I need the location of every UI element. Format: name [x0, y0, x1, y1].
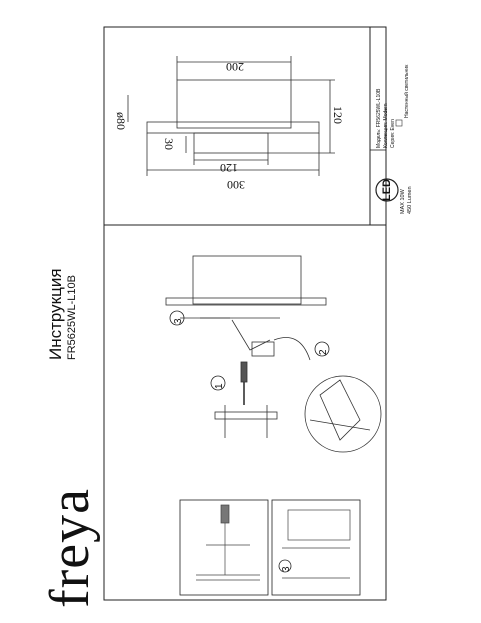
- detail-box-left: [179, 499, 269, 596]
- spec-model: Модель: FR5625WL-L10B: [376, 88, 382, 148]
- step-1-circle: [210, 375, 226, 391]
- spec-collection: Коллекция: Modern: [383, 103, 389, 148]
- brand-logo: freya: [39, 487, 101, 608]
- page-title: Инструкция: [46, 268, 65, 360]
- detail-box-right: [271, 499, 361, 596]
- spec-series: Серия: Even: [390, 119, 396, 148]
- dim-120-width: 120: [220, 161, 238, 175]
- mounting-drawing: [165, 255, 382, 453]
- dim-30: 30: [162, 138, 176, 150]
- model-number: FR5625WL-L10B: [66, 275, 78, 360]
- outer-frame: [103, 26, 387, 601]
- step-1-label: 1: [214, 383, 225, 389]
- wall-lamp-icon: [395, 119, 403, 127]
- mounting-bracket: [214, 411, 278, 420]
- dim-diameter: ø80: [114, 112, 128, 130]
- step-3b-label: 3: [281, 566, 292, 572]
- spec-type: Настенный светильник: [404, 64, 410, 118]
- dim-300: 300: [227, 178, 245, 192]
- step-2-circle: [314, 341, 330, 357]
- dimension-drawing: [127, 56, 335, 176]
- step-3-label: 3: [173, 318, 184, 324]
- shade-outline: [176, 79, 292, 129]
- detail-circle: [304, 375, 382, 453]
- led-badge-circle: [375, 178, 399, 202]
- lamp-body: [192, 255, 302, 305]
- led-lumen: 450 Lumen: [407, 186, 413, 214]
- led-power: MAX 10W: [400, 189, 406, 214]
- step-3-circle: [169, 310, 185, 326]
- driver-box: [251, 341, 275, 357]
- step-3b-circle: [278, 559, 292, 573]
- led-badge-label: LED: [381, 179, 393, 201]
- dim-120-height: 120: [331, 106, 345, 124]
- step-2-label: 2: [318, 349, 329, 355]
- dim-200: 200: [226, 60, 244, 74]
